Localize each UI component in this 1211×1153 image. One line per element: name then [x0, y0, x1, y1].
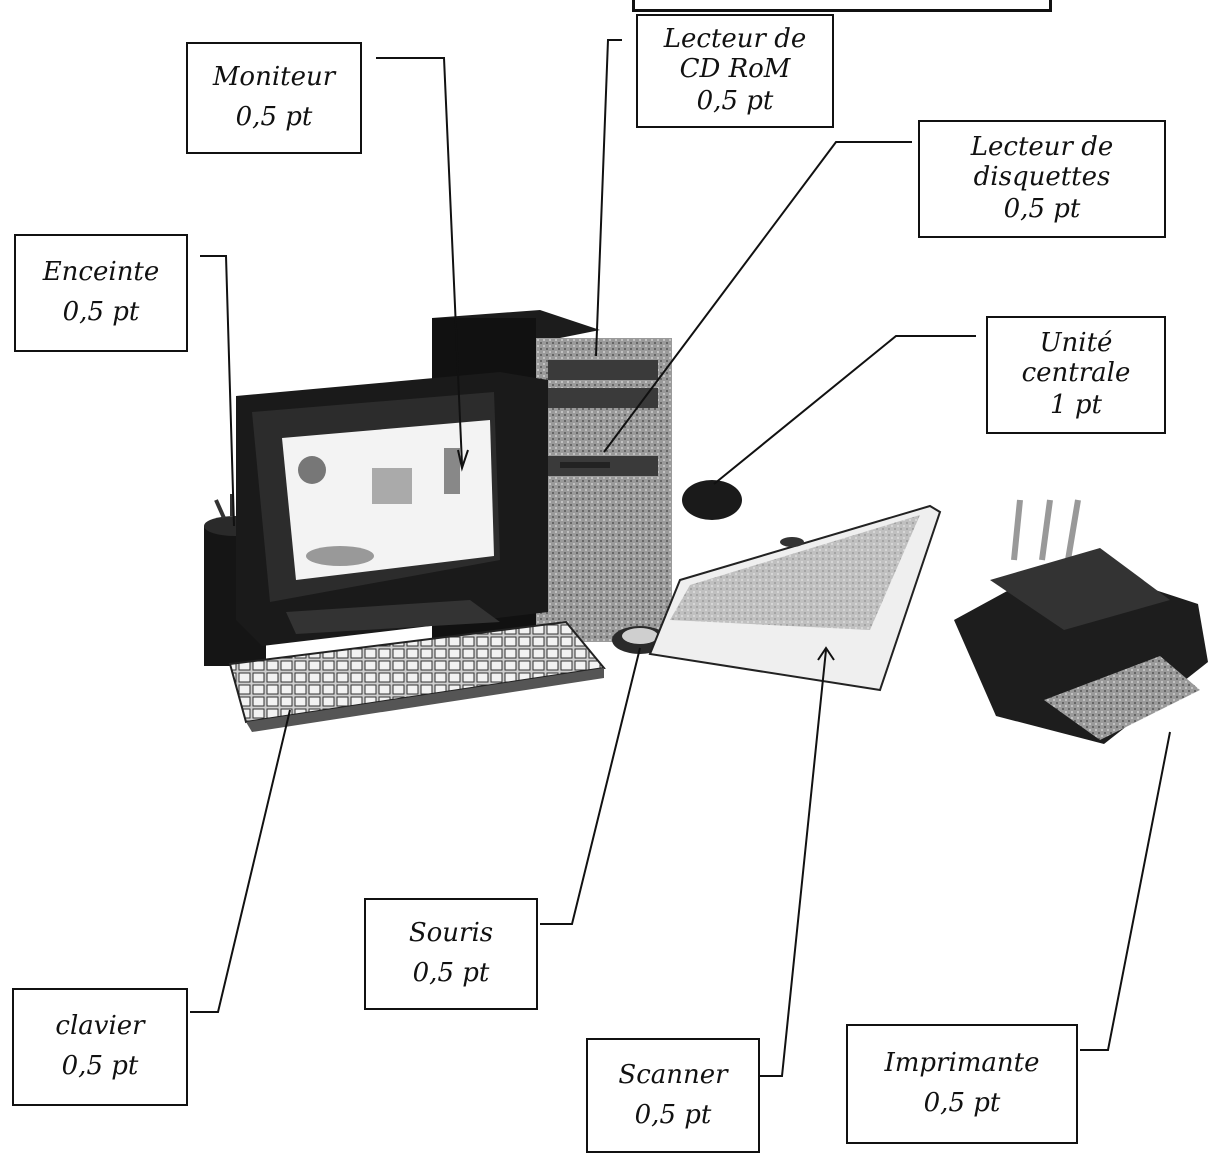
- label-enceinte: Enceinte 0,5 pt: [14, 234, 188, 352]
- label-imprimante-name: Imprimante: [884, 1048, 1040, 1079]
- keyboard-drawing: [228, 620, 606, 732]
- leader-enceinte: [200, 255, 235, 527]
- leader-lecteur-cd: [595, 39, 622, 357]
- label-souris: Souris 0,5 pt: [364, 898, 538, 1010]
- leader-unite-centrale: [713, 335, 976, 485]
- leader-souris: [540, 647, 641, 925]
- leader-clavier: [190, 709, 291, 1013]
- printer-drawing: [954, 499, 1208, 744]
- label-enceinte-name: Enceinte: [42, 257, 160, 288]
- label-lecteur-disquettes: Lecteur de disquettes 0,5 pt: [918, 120, 1166, 238]
- label-clavier-points: 0,5 pt: [61, 1051, 139, 1081]
- monitor-drawing: [236, 372, 548, 646]
- label-lecteur-cd: Lecteur de CD RoM 0,5 pt: [636, 14, 834, 128]
- label-unite-centrale: Unité centrale 1 pt: [986, 316, 1166, 434]
- leader-lines: [190, 39, 1171, 1077]
- label-enceinte-points: 0,5 pt: [62, 297, 140, 327]
- scanner-drawing: [648, 504, 942, 692]
- label-souris-points: 0,5 pt: [412, 958, 490, 988]
- label-unite-centrale-points: 1 pt: [1050, 389, 1102, 420]
- arrowhead-scanner: [817, 646, 835, 661]
- label-lecteur-disquettes-name: Lecteur de disquettes: [970, 132, 1114, 193]
- arrowhead-moniteur: [457, 449, 469, 472]
- leader-imprimante: [1080, 731, 1171, 1051]
- top-frame-fragment: [632, 0, 1052, 12]
- label-lecteur-disquettes-points: 0,5 pt: [1003, 193, 1081, 224]
- label-lecteur-cd-name: Lecteur de CD RoM: [663, 24, 807, 85]
- cd-disc-drawing: [682, 480, 742, 520]
- leader-lecteur-disquettes: [603, 141, 912, 453]
- label-scanner: Scanner 0,5 pt: [586, 1038, 760, 1153]
- label-clavier-name: clavier: [55, 1011, 145, 1042]
- label-souris-name: Souris: [408, 918, 494, 949]
- label-moniteur: Moniteur 0,5 pt: [186, 42, 362, 154]
- label-moniteur-points: 0,5 pt: [235, 102, 313, 132]
- label-unite-centrale-name: Unité centrale: [1021, 328, 1131, 389]
- leader-scanner: [760, 649, 827, 1077]
- label-scanner-name: Scanner: [618, 1059, 728, 1090]
- leader-moniteur: [376, 57, 463, 465]
- label-imprimante-points: 0,5 pt: [923, 1088, 1001, 1118]
- label-imprimante: Imprimante 0,5 pt: [846, 1024, 1078, 1144]
- label-lecteur-cd-points: 0,5 pt: [696, 85, 774, 116]
- label-scanner-points: 0,5 pt: [634, 1099, 712, 1130]
- label-clavier: clavier 0,5 pt: [12, 988, 188, 1106]
- label-moniteur-name: Moniteur: [212, 62, 336, 93]
